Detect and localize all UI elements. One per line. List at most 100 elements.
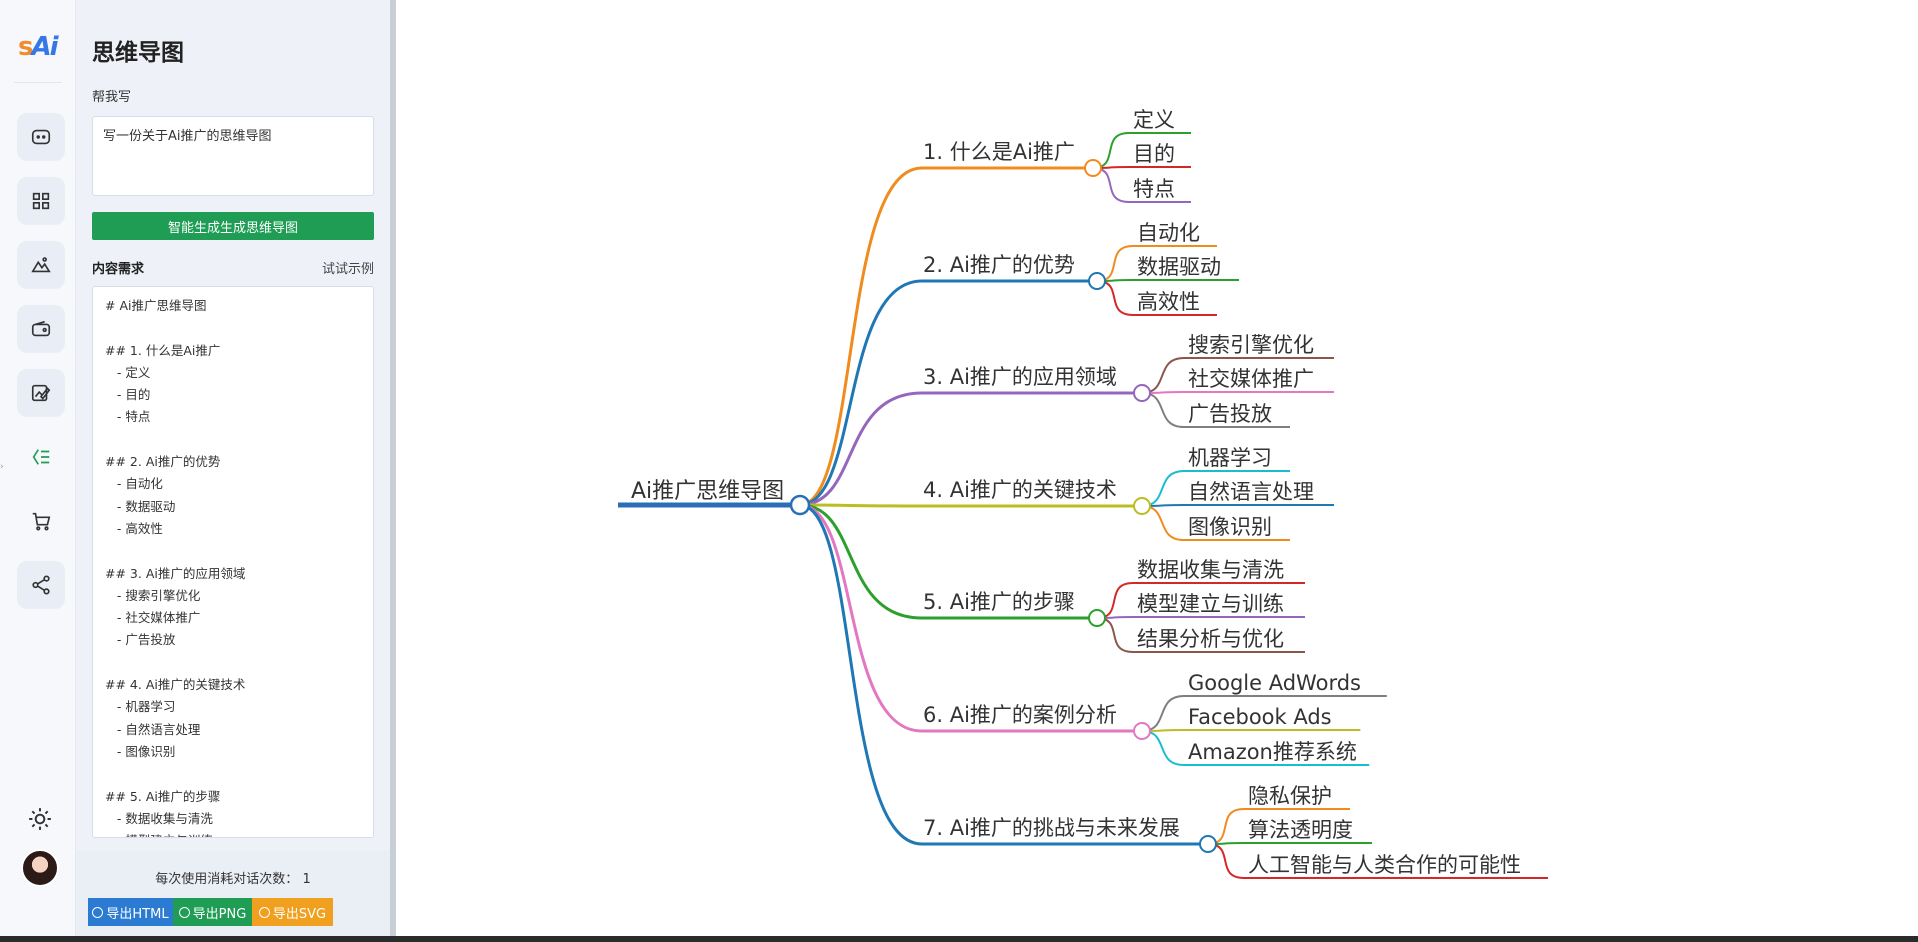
branch-connector	[799, 279, 923, 507]
branch-label[interactable]: 5. Ai推广的步骤	[923, 590, 1075, 614]
icon-rail: sAi ›	[0, 0, 76, 942]
image-button[interactable]	[17, 241, 65, 289]
branch-label[interactable]: 7. Ai推广的挑战与未来发展	[923, 816, 1180, 840]
child-label[interactable]: 机器学习	[1188, 446, 1272, 470]
child-label[interactable]: 特点	[1133, 177, 1175, 201]
branch-collapse-node[interactable]	[1133, 384, 1151, 402]
child-label[interactable]: 自动化	[1137, 221, 1200, 245]
child-label[interactable]: 定义	[1133, 108, 1175, 132]
chat-button[interactable]	[17, 113, 65, 161]
branch-connector	[799, 503, 923, 508]
mindmap-button[interactable]	[17, 433, 65, 481]
mindmap-canvas[interactable]: Ai推广思维导图 1. 什么是Ai推广 定义目的特点 2. Ai推广的优势 自动化数据驱…	[396, 0, 1918, 936]
edit-image-button[interactable]	[17, 369, 65, 417]
bottom-bar	[0, 936, 1918, 942]
child-label[interactable]: 图像识别	[1188, 515, 1272, 539]
export-svg-button[interactable]: 导出SVG	[252, 898, 333, 926]
child-label[interactable]: Facebook Ads	[1188, 705, 1332, 729]
generate-mindmap-button[interactable]: 智能生成生成思维导图	[92, 212, 374, 240]
edit-image-icon	[31, 384, 51, 402]
cart-button[interactable]	[17, 497, 65, 545]
help-write-label: 帮我写	[92, 90, 132, 105]
cart-icon	[32, 512, 51, 531]
export-html-button[interactable]: 导出HTML	[88, 898, 173, 926]
export-html-label: 导出HTML	[106, 906, 169, 922]
logo-ai-text: Ai	[31, 32, 58, 62]
content-editor[interactable]: # Ai推广思维导图 ## 1. 什么是Ai推广 - 定义 - 目的 - 特点 …	[92, 286, 374, 838]
child-label[interactable]: 数据收集与清洗	[1137, 558, 1284, 582]
panel-title: 思维导图	[92, 40, 184, 66]
content-line	[105, 429, 361, 451]
child-label[interactable]: 自然语言处理	[1188, 480, 1314, 504]
export-png-button[interactable]: 导出PNG	[173, 898, 252, 926]
content-line	[105, 652, 361, 674]
child-label[interactable]: 结果分析与优化	[1137, 627, 1284, 651]
child-label[interactable]: Google AdWords	[1188, 671, 1361, 695]
info-circle-icon	[178, 906, 190, 918]
prompt-input[interactable]	[92, 116, 374, 196]
content-line: - 定义	[105, 364, 151, 380]
child-label[interactable]: Amazon推荐系统	[1188, 740, 1357, 764]
branch-label[interactable]: 2. Ai推广的优势	[923, 253, 1075, 277]
child-label[interactable]: 人工智能与人类合作的可能性	[1248, 853, 1521, 877]
apps-button[interactable]	[17, 177, 65, 225]
root-collapse-node[interactable]	[789, 494, 811, 516]
share-button[interactable]	[17, 561, 65, 609]
branch-label[interactable]: 4. Ai推广的关键技术	[923, 478, 1117, 502]
collapse-arrow-icon[interactable]: ›	[0, 462, 4, 472]
child-label[interactable]: 模型建立与训练	[1137, 592, 1284, 616]
apps-grid-icon	[32, 192, 50, 210]
content-line: - 特点	[105, 409, 151, 425]
child-label[interactable]: 搜索引擎优化	[1188, 333, 1314, 357]
child-label[interactable]: 广告投放	[1188, 402, 1272, 426]
branch-collapse-node[interactable]	[1133, 497, 1151, 515]
branch-label[interactable]: 6. Ai推广的案例分析	[923, 703, 1117, 727]
content-line: ## 2. Ai推广的优势	[105, 454, 221, 470]
app-logo[interactable]: sAi	[18, 30, 60, 64]
branch-connector	[799, 166, 923, 507]
user-avatar[interactable]	[21, 849, 59, 887]
export-svg-label: 导出SVG	[272, 906, 327, 922]
image-icon	[31, 257, 51, 273]
panel-scrollbar[interactable]	[390, 0, 396, 936]
branch-collapse-node[interactable]	[1088, 609, 1106, 627]
branch-collapse-node[interactable]	[1088, 272, 1106, 290]
branch-label[interactable]: 3. Ai推广的应用领域	[923, 365, 1117, 389]
chat-icon	[31, 129, 51, 145]
content-line: - 高效性	[105, 520, 163, 536]
info-circle-icon	[92, 906, 104, 918]
mindmap-root-text[interactable]: Ai推广思维导图	[631, 479, 784, 504]
child-label[interactable]: 高效性	[1137, 290, 1200, 314]
try-example-link[interactable]: 试试示例	[321, 262, 374, 277]
content-line	[105, 763, 361, 785]
wallet-button[interactable]	[17, 305, 65, 353]
child-label[interactable]: 隐私保护	[1248, 784, 1332, 808]
content-line: - 搜索引擎优化	[105, 587, 201, 603]
share-icon	[32, 575, 50, 595]
usage-info: 每次使用消耗对话次数： 1	[76, 868, 390, 887]
child-label[interactable]: 目的	[1133, 142, 1175, 166]
logo-s-text: s	[18, 32, 34, 62]
usage-count: 1	[302, 872, 311, 887]
child-label[interactable]: 社交媒体推广	[1188, 367, 1314, 391]
content-line: ## 1. 什么是Ai推广	[105, 342, 221, 358]
content-line: - 模型建立与训练	[105, 830, 361, 837]
branch-collapse-node[interactable]	[1199, 835, 1217, 853]
child-label[interactable]: 数据驱动	[1137, 255, 1221, 279]
content-line: ## 3. Ai推广的应用领域	[105, 565, 246, 581]
wallet-icon	[31, 320, 51, 337]
content-line: - 自动化	[105, 476, 163, 492]
content-line: - 图像识别	[105, 743, 176, 759]
branch-collapse-node[interactable]	[1084, 159, 1102, 177]
theme-toggle-sun-icon[interactable]	[27, 806, 53, 832]
content-line: ## 5. Ai推广的步骤	[105, 788, 221, 804]
usage-text: 每次使用消耗对话次数：	[155, 872, 299, 887]
branch-label[interactable]: 1. 什么是Ai推广	[923, 140, 1075, 164]
content-line: - 数据驱动	[105, 498, 176, 514]
child-label[interactable]: 算法透明度	[1248, 818, 1353, 842]
branch-connector	[799, 391, 923, 507]
export-png-label: 导出PNG	[192, 906, 247, 922]
branch-collapse-node[interactable]	[1133, 722, 1151, 740]
